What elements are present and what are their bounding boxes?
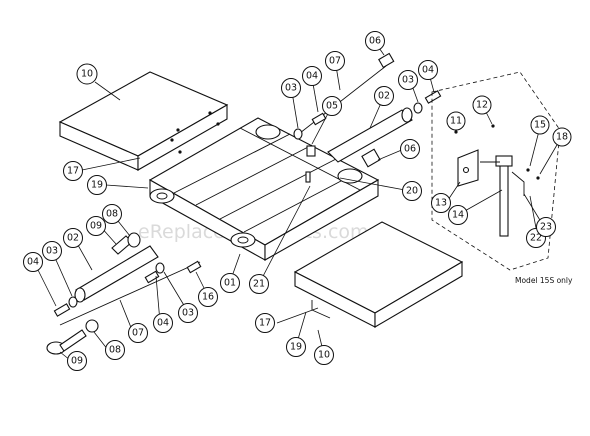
callout-label: 04 [27,257,39,268]
callout-label: 22 [530,233,542,244]
callout-c13: 13 [431,193,451,213]
callout-c08a: 08 [102,204,122,224]
callout-c03b: 03 [178,303,198,323]
callout-label: 14 [452,210,464,221]
callout-label: 18 [556,132,568,143]
callout-label: 05 [326,101,338,112]
callout-label: 04 [157,318,169,329]
callout-c07b: 07 [325,51,345,71]
callout-label: 02 [378,91,390,102]
callout-c18: 18 [552,127,572,147]
callout-c06b: 06 [400,139,420,159]
callout-c09b: 09 [67,351,87,371]
callout-label: 23 [540,222,552,233]
callout-label: 08 [106,209,118,220]
callout-label: 20 [406,186,418,197]
callout-label: 09 [71,356,83,367]
callout-c09a: 09 [86,216,106,236]
callout-c03c: 03 [281,78,301,98]
callout-label: 02 [67,233,79,244]
lower-roller-assembly [46,232,202,355]
callout-c19b: 19 [286,337,306,357]
callout-c01: 01 [220,273,240,293]
upper-roller-assembly [293,52,442,183]
callout-c23: 23 [536,217,556,237]
callout-c04a: 04 [23,252,43,272]
callout-c08b: 08 [105,340,125,360]
callout-c17a: 17 [63,161,83,181]
callout-label: 19 [290,342,302,353]
callout-c04b: 04 [153,313,173,333]
callout-label: 11 [450,116,462,127]
callout-c21: 21 [249,274,269,294]
main-table-body [148,117,380,261]
callout-c03a: 03 [42,241,62,261]
callout-label: 08 [109,345,121,356]
callout-label: 07 [329,56,341,67]
callout-label: 15 [534,120,546,131]
callout-label: 04 [422,65,434,76]
callout-label: 07 [132,328,144,339]
callout-c17b: 17 [255,313,275,333]
model-note: Model 15S only [515,276,573,285]
callout-label: 13 [435,198,447,209]
callout-c02b: 02 [374,86,394,106]
callout-c10b: 10 [314,345,334,365]
callout-label: 17 [67,166,79,177]
callout-c10a: 10 [76,63,98,85]
callout-c12: 12 [472,95,492,115]
callout-label: 12 [476,100,488,111]
callout-label: 19 [91,180,103,191]
callout-c05: 05 [322,96,342,116]
callout-c06a: 06 [365,31,385,51]
model-15s-assembly [431,71,561,271]
callout-label: 06 [404,144,416,155]
left-extension-table [58,71,229,171]
callout-c03d: 03 [398,70,418,90]
callout-label: 03 [402,75,414,86]
right-extension-table [293,221,464,328]
callout-c20: 20 [402,181,422,201]
callout-label: 16 [202,292,214,303]
callout-c15: 15 [530,115,550,135]
callout-label: 03 [46,246,58,257]
callout-label: 01 [224,278,236,289]
callout-label: 10 [81,69,93,80]
callout-c07a: 07 [128,323,148,343]
callout-c16: 16 [198,287,218,307]
callout-c11: 11 [446,111,466,131]
callout-label: 09 [90,221,102,232]
callout-label: 03 [285,83,297,94]
callout-label: 03 [182,308,194,319]
callout-c14: 14 [448,205,468,225]
callout-c04c: 04 [302,66,322,86]
callout-label: 04 [306,71,318,82]
callout-label: 10 [318,350,330,361]
callout-c19a: 19 [87,175,107,195]
callout-c02a: 02 [63,228,83,248]
callout-label: 21 [253,279,265,290]
callout-label: 06 [369,36,381,47]
callout-c04d: 04 [418,60,438,80]
callout-label: 17 [259,318,271,329]
